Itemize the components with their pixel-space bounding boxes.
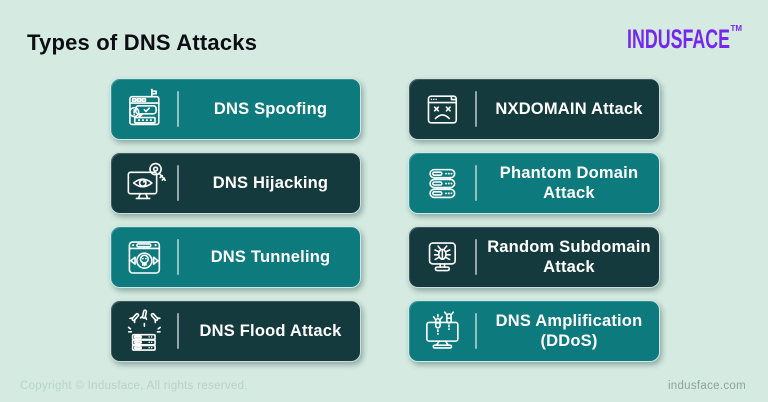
browser-skull-icon [119,232,173,282]
card-divider [475,239,477,275]
cards-grid: DNS Spoofing DNS Hijacking DNS Tunneling… [110,78,660,362]
card-divider [475,165,477,201]
card-divider [475,313,477,349]
brand-wordmark: INDUSFACE [627,24,731,54]
card-divider [177,91,179,127]
card-divider [177,239,179,275]
card-divider [177,165,179,201]
card-dns-flood-attack: DNS Flood Attack [110,300,361,362]
card-divider [177,313,179,349]
monitor-bombs-icon [417,306,471,356]
card-divider [475,91,477,127]
trademark-symbol: TM [730,24,742,33]
card-label: Random Subdomain Attack [487,237,651,276]
card-label: Phantom Domain Attack [499,163,639,202]
card-label: DNS Amplification (DDoS) [495,311,643,350]
card-nxdomain-attack: NXDOMAIN Attack [408,78,660,140]
browser-sad-face-icon [417,84,471,134]
card-label: DNS Flood Attack [199,321,342,340]
card-phantom-domain-attack: Phantom Domain Attack [408,152,660,214]
website-text: indusface.com [667,380,746,392]
card-dns-spoofing: DNS Spoofing [110,78,361,140]
page-title: Types of DNS Attacks [27,30,258,55]
browser-alert-spoofing-icon [119,84,173,134]
card-random-subdomain-attack: Random Subdomain Attack [408,226,660,288]
card-label: DNS Tunneling [210,247,331,266]
server-stack-icon [417,158,471,208]
copyright-text: Copyright © Indusface, All rights reserv… [20,380,248,392]
card-label: NXDOMAIN Attack [495,99,643,118]
card-label: DNS Spoofing [213,99,328,118]
card-label: DNS Hijacking [212,173,329,192]
monitor-eye-key-icon [119,158,173,208]
card-dns-amplification-ddos: DNS Amplification (DDoS) [408,300,660,362]
card-dns-tunneling: DNS Tunneling [110,226,361,288]
server-missile-flood-icon [119,306,173,356]
monitor-bug-icon [417,232,471,282]
card-dns-hijacking: DNS Hijacking [110,152,361,214]
